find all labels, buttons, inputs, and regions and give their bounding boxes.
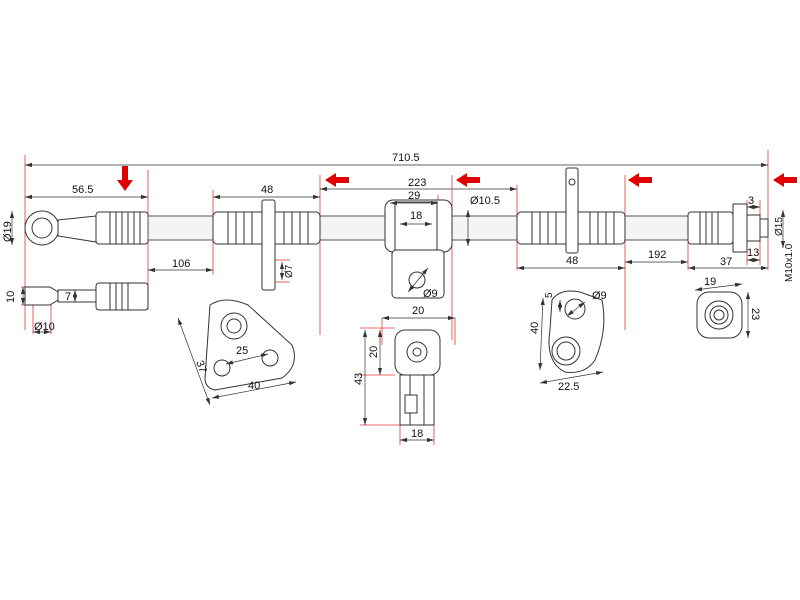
tab-height-label: 40	[529, 322, 541, 334]
banjo-hole-label: 7	[65, 291, 71, 303]
plate-hole-spacing-label: 25	[236, 345, 248, 357]
left-arrow-icon	[773, 173, 797, 187]
left-arrow-icon	[456, 173, 480, 187]
left-arrow-icon	[628, 173, 652, 187]
hose-diameter-label: Ø10.5	[470, 195, 500, 207]
left-arrow-icon	[325, 173, 349, 187]
banjo-diameter-label: Ø10	[34, 321, 55, 333]
bracket-tab	[565, 167, 579, 254]
clip-bottom-width-label: 18	[411, 428, 423, 440]
flange-detail	[696, 291, 743, 339]
overall-length-label: 710.5	[392, 152, 420, 164]
clip-top-width-label: 20	[412, 305, 424, 317]
clip-side-detail	[394, 329, 441, 426]
end-fitting	[687, 211, 734, 245]
hose-segment	[624, 215, 689, 241]
clip-span-label: 29	[408, 190, 420, 202]
fitting-length-label: 37	[720, 256, 732, 268]
bracket1-hole-label: Ø7	[284, 264, 295, 278]
tab-width-label: 22.5	[558, 381, 579, 393]
hose-segment	[451, 215, 518, 241]
fitting-tip-label: 3	[748, 195, 754, 207]
tab-hole-label: Ø9	[592, 290, 607, 302]
down-arrow-icon	[117, 166, 133, 191]
plate-side-label: 37	[193, 359, 208, 375]
dimension-lines	[9, 162, 786, 443]
fitting-diameter-label: Ø15	[774, 217, 785, 236]
flange-width-label: 19	[704, 276, 716, 288]
tab-slot-label: 5	[544, 292, 555, 298]
section-106-label: 106	[172, 258, 190, 270]
clip-height-upper-label: 20	[368, 346, 380, 358]
hose-segment	[319, 215, 386, 241]
banjo-width-label: 10	[5, 291, 17, 303]
triangular-plate-detail	[204, 299, 295, 391]
clip-hole-label: Ø9	[423, 288, 438, 300]
section-223-label: 223	[408, 177, 426, 189]
tab-detail	[548, 290, 605, 373]
thread-label: M10x1.0	[784, 243, 795, 282]
dimension-labels: 710.5 56.5 Ø19 106 48 Ø7 223 29 18 Ø10.5…	[2, 152, 795, 440]
clip-height-total-label: 43	[353, 373, 365, 385]
clip-width-label: 18	[410, 210, 422, 222]
fitting-hex-label: 13	[747, 247, 759, 259]
eye-end-length-label: 56.5	[72, 184, 93, 196]
plate-base-label: 40	[248, 380, 260, 392]
direction-arrows	[117, 166, 797, 191]
section-192-label: 192	[648, 249, 666, 261]
bracket-tab	[261, 199, 276, 291]
banjo-end-detail	[24, 282, 149, 311]
flange-height-label: 23	[749, 308, 761, 320]
hose-segment	[147, 215, 214, 241]
eye-diameter-label: Ø19	[2, 221, 14, 242]
bracket2-width-label: 48	[566, 255, 578, 267]
hose-assembly	[24, 167, 769, 299]
bracket1-width-label: 48	[261, 184, 273, 196]
